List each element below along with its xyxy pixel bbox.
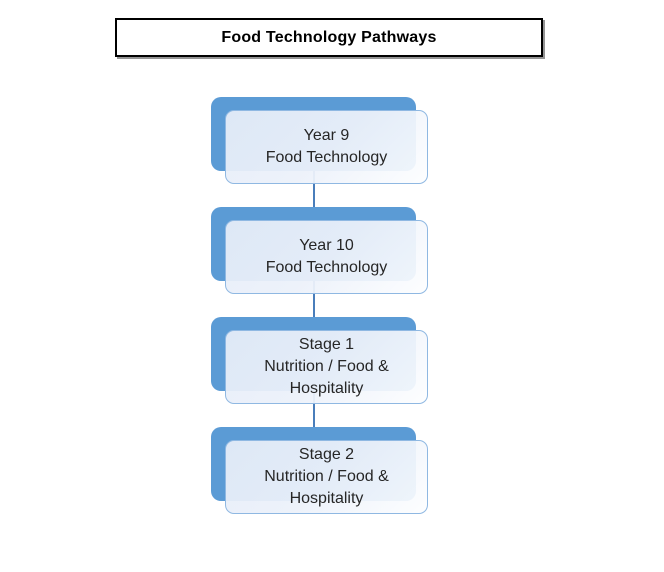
diagram-title: Food Technology Pathways <box>221 28 437 46</box>
flow-box-stage-2: Stage 2 Nutrition / Food & Hospitality <box>225 440 428 514</box>
flow-box-label: Food Technology <box>265 149 388 166</box>
flow-box-label: Stage 2 <box>298 446 355 463</box>
flow-box-label: Food Technology <box>265 259 388 276</box>
connector-stage1-stage2 <box>313 388 315 432</box>
flow-box-year-9: Year 9 Food Technology <box>225 110 428 184</box>
flow-box-label: Hospitality <box>289 490 364 507</box>
flow-box-label: Hospitality <box>289 380 364 397</box>
connector-year10-stage1 <box>313 278 315 322</box>
flow-box-year-10: Year 10 Food Technology <box>225 220 428 294</box>
flow-box-label: Year 10 <box>299 237 354 254</box>
diagram-title-box: Food Technology Pathways <box>115 18 543 57</box>
connector-year9-year10 <box>313 168 315 212</box>
flow-box-stage-1: Stage 1 Nutrition / Food & Hospitality <box>225 330 428 404</box>
flow-box-label: Year 9 <box>303 127 350 144</box>
flow-box-label: Nutrition / Food & <box>264 468 389 485</box>
flow-box-label: Nutrition / Food & <box>264 358 389 375</box>
flow-box-label: Stage 1 <box>298 336 355 353</box>
